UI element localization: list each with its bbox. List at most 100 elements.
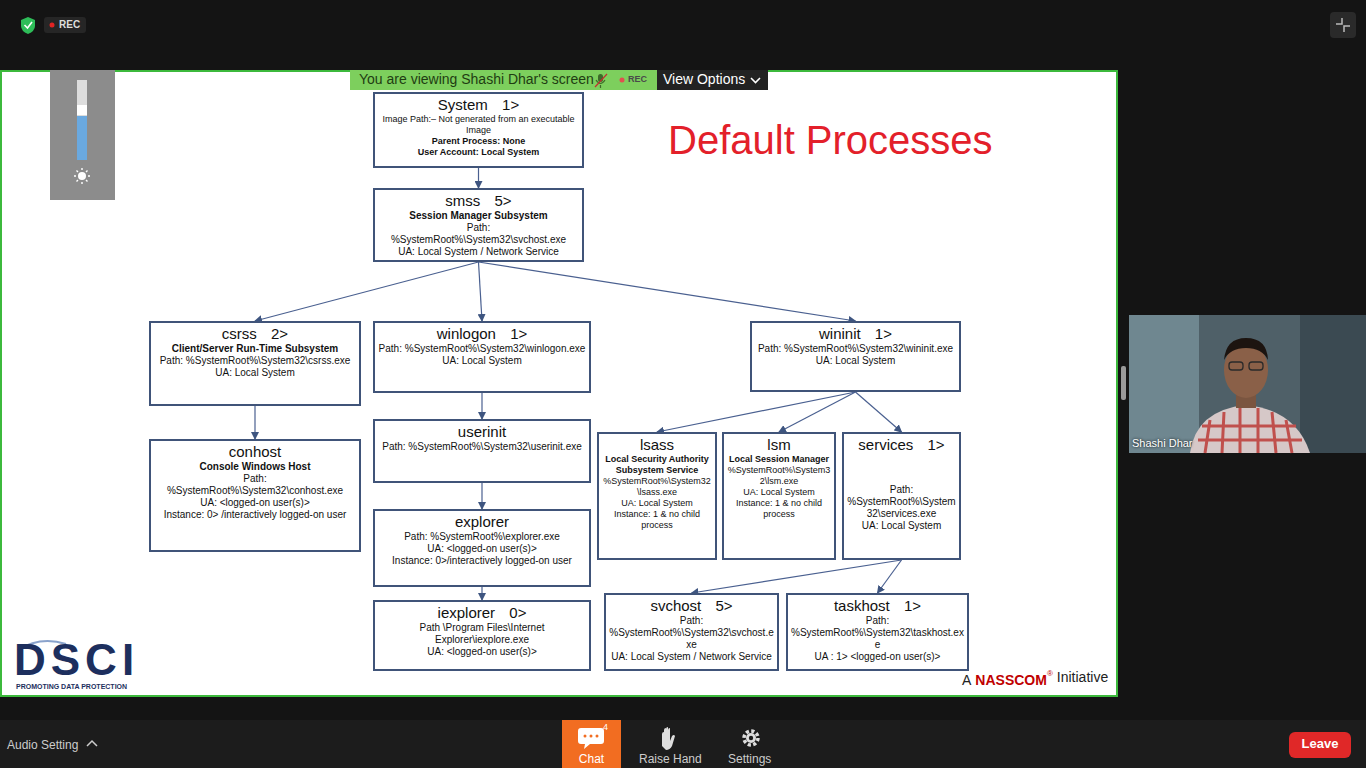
logo-text: DSCI — [14, 636, 139, 684]
footer-mark: ® — [1047, 670, 1053, 679]
shield-icon — [21, 17, 35, 34]
process-detail: Path: %SystemRoot%\System32\csrss.exe — [154, 355, 356, 367]
gear-teeth — [744, 731, 758, 745]
brightness-fill — [77, 116, 87, 160]
chat-dot — [596, 735, 599, 738]
view-options-button — [657, 70, 768, 90]
process-detail: Instance: 0> /interactively logged-on us… — [154, 509, 356, 521]
process-name: explorer — [378, 513, 586, 531]
button-label: Leave — [1289, 737, 1351, 751]
process-box: svchost 5>Path: %SystemRoot%\System32\sv… — [604, 593, 779, 671]
process-connector — [481, 587, 482, 600]
shirt-checks — [1198, 408, 1302, 453]
process-detail: Instance: 1 & no child process — [602, 509, 712, 531]
toolbar-label: Settings — [728, 753, 771, 766]
process-connector — [856, 392, 902, 432]
process-name: winlogon 1> — [378, 325, 586, 343]
process-detail: Session Manager Subsystem — [378, 210, 579, 222]
process-detail: Path \Program Files\Internet Explorer\ie… — [378, 622, 586, 646]
gear-hole — [749, 736, 753, 740]
process-box: conhostConsole Windows HostPath: %System… — [149, 439, 361, 552]
footer-brand: NASSCOM — [975, 673, 1047, 688]
process-name: smss 5> — [378, 192, 579, 210]
process-connector — [878, 560, 902, 593]
process-name: lsass — [602, 436, 712, 454]
banner-text: You are viewing Shashi Dhar's screen — [359, 72, 594, 87]
process-connector — [692, 560, 902, 593]
process-detail: Image Path:– Not generated from an execu… — [378, 114, 579, 136]
video-wall — [1300, 315, 1366, 453]
raise-hand-icon — [662, 727, 675, 750]
mic-mute-slash — [595, 74, 607, 87]
process-detail: Path: %SystemRoot%\System32\wininit.exe — [755, 343, 956, 355]
process-box: lsassLocal Security Authority Subsystem … — [597, 432, 717, 560]
rec-dot — [50, 23, 55, 28]
gear-icon — [746, 733, 756, 743]
chat-button — [562, 720, 621, 768]
process-box: winlogon 1>Path: %SystemRoot%\System32\w… — [373, 321, 591, 393]
process-box: csrss 2>Client/Server Run-Time Subsystem… — [149, 321, 361, 406]
process-detail: UA: Local System — [755, 355, 956, 367]
process-detail: UA : 1> <logged-on user(s)> — [791, 651, 964, 663]
viewing-banner — [350, 70, 657, 90]
process-detail: %SystemRoot%\System32\lsm.exe — [727, 465, 831, 487]
toolbar-label: Audio Setting — [7, 739, 78, 752]
process-name: taskhost 1> — [791, 597, 964, 615]
process-detail: UA: <logged-on user(s)> — [378, 543, 586, 555]
process-detail: Path: %SystemRoot%\System32\userinit.exe — [378, 441, 586, 453]
process-name: csrss 2> — [154, 325, 356, 343]
process-detail: Local Session Manager — [727, 454, 831, 465]
meeting-background — [0, 0, 1366, 720]
rec-indicator: REC — [59, 19, 80, 30]
person-shirt — [1190, 405, 1310, 453]
process-detail: Local Security Authority Subsystem Servi… — [602, 454, 712, 476]
sun-rays — [74, 168, 90, 184]
rec-badge — [44, 17, 86, 33]
process-detail: Path: %SystemRoot%\System32\svchost.exe — [609, 615, 774, 651]
process-box: taskhost 1>Path: %SystemRoot%\System32\t… — [786, 593, 969, 671]
process-connector — [657, 392, 856, 432]
video-tile — [1129, 315, 1366, 453]
process-connector — [255, 262, 479, 321]
exit-fullscreen-icon — [1336, 18, 1350, 32]
divider-handle — [1121, 366, 1126, 400]
process-connector — [481, 483, 482, 509]
toolbar-label: Chat — [562, 753, 621, 766]
chevron-icon — [751, 78, 760, 83]
process-box: iexplorer 0>Path \Program Files\Internet… — [373, 600, 591, 671]
brightness-knob — [77, 105, 87, 115]
caret-icon — [87, 741, 97, 746]
process-detail: Path: %SystemRoot%\System32\taskhost.exe — [791, 615, 964, 651]
process-connector — [479, 262, 483, 321]
process-detail: Path: %SystemRoot%\System32\svchost.exe — [378, 222, 579, 246]
process-name: lsm — [727, 436, 831, 454]
toolbar-label: Raise Hand — [639, 753, 702, 766]
chat-icon — [578, 728, 604, 749]
process-name: System 1> — [378, 96, 579, 114]
leave-button — [1289, 732, 1351, 758]
process-detail: Client/Server Run-Time Subsystem — [154, 343, 356, 355]
participant-name: Shashi Dhar — [1132, 437, 1193, 449]
process-name: svchost 5> — [609, 597, 774, 615]
process-name: conhost — [154, 443, 356, 461]
process-box: wininit 1>Path: %SystemRoot%\System32\wi… — [750, 321, 961, 392]
process-detail: Path: %SystemRoot%\System32\conhost.exe — [154, 473, 356, 497]
logo-tagline: PROMOTING DATA PROTECTION — [16, 683, 127, 691]
process-detail: UA: <logged-on user(s)> — [154, 497, 356, 509]
rec-indicator: REC — [628, 75, 647, 85]
footer-text: Initiative — [1057, 670, 1108, 685]
process-name: iexplorer 0> — [378, 604, 586, 622]
slide-title: Default Processes — [668, 118, 993, 163]
process-detail: UA: <logged-on user(s)> — [378, 646, 586, 658]
chat-dot — [584, 735, 587, 738]
process-detail: Path: %SystemRoot%\explorer.exe — [378, 531, 586, 543]
check-mark — [25, 22, 33, 28]
process-detail: Path: %SystemRoot%\System32\winlogon.exe — [378, 343, 586, 355]
process-detail: %SystemRoot%\System32\lsass.exe — [602, 476, 712, 498]
process-detail: User Account: Local System — [378, 147, 579, 158]
process-box: userinitPath: %SystemRoot%\System32\user… — [373, 419, 591, 483]
shared-slide — [1, 71, 1117, 696]
glasses — [1249, 362, 1263, 370]
process-box: explorerPath: %SystemRoot%\explorer.exeU… — [373, 509, 591, 587]
